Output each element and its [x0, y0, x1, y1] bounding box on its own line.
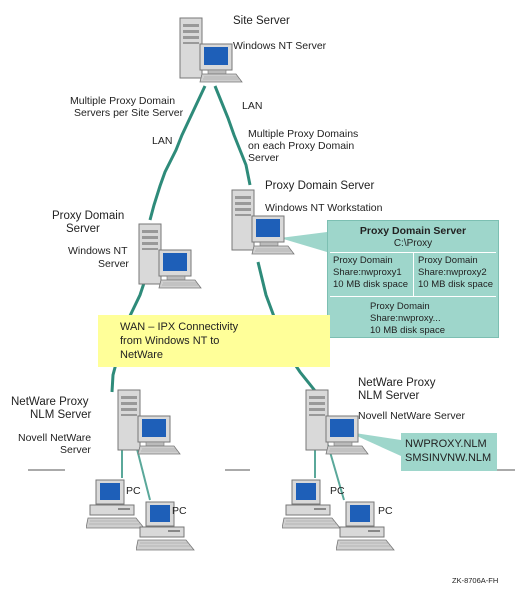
- wan-line2: from Windows NT to: [120, 335, 220, 347]
- multi-each-line2: on each Proxy Domain: [248, 140, 355, 152]
- callout-pointer: [280, 232, 327, 252]
- multi-each-line3: Server: [248, 152, 279, 164]
- proxy-left-os-2: Server: [98, 258, 129, 270]
- share2-share: Share:nwproxy2: [418, 267, 487, 278]
- netware-right-title-2: NLM Server: [358, 390, 420, 402]
- netware-right-computer: [305, 389, 369, 455]
- callout-path: C:\Proxy: [393, 238, 433, 249]
- proxy-right-computer: [231, 189, 295, 255]
- nlm-file-2: SMSINVNW.NLM: [405, 452, 492, 464]
- link-site-to-proxy-right: [213, 85, 252, 186]
- nlm-file-1: NWPROXY.NLM: [405, 438, 487, 450]
- netware-left-os-1: Novell NetWare: [18, 432, 92, 444]
- netware-right-title-1: NetWare Proxy: [358, 377, 436, 389]
- netware-left-computer: [117, 389, 181, 455]
- pc-left-1: [86, 479, 145, 529]
- share3-share: Share:nwproxy...: [370, 313, 441, 324]
- multi-site-line2: Servers per Site Server: [74, 107, 184, 119]
- wan-line3: NetWare: [120, 349, 163, 361]
- pc-label-4: PC: [378, 505, 393, 517]
- netware-left-os-2: Server: [60, 444, 91, 456]
- share1-share: Share:nwproxy1: [333, 267, 402, 278]
- share3-name: Proxy Domain: [370, 301, 430, 312]
- wan-line1: WAN – IPX Connectivity: [120, 321, 239, 333]
- pc-right-1: [282, 479, 341, 529]
- pc-left-2: [136, 501, 195, 551]
- site-server-title: Site Server: [233, 15, 290, 27]
- netware-left-title-1: NetWare Proxy: [11, 396, 89, 408]
- wan-note: WAN – IPX Connectivity from Windows NT t…: [98, 315, 330, 367]
- netware-left-title-2: NLM Server: [30, 409, 92, 421]
- proxy-left-os-1: Windows NT: [68, 245, 128, 257]
- share2-name: Proxy Domain: [418, 255, 478, 266]
- pc-label-3: PC: [330, 485, 345, 497]
- share2-space: 10 MB disk space: [418, 279, 493, 290]
- proxy-right-title: Proxy Domain Server: [265, 180, 375, 192]
- lan-label-right: LAN: [242, 100, 263, 112]
- pc-right-2: [336, 501, 395, 551]
- proxy-left-title-2: Server: [66, 223, 100, 235]
- nlm-files-box: NWPROXY.NLM SMSINVNW.NLM: [401, 433, 497, 471]
- link-site-to-proxy-left: [148, 85, 207, 221]
- site-server-computer: [179, 17, 243, 83]
- share1-space: 10 MB disk space: [333, 279, 408, 290]
- callout-title: Proxy Domain Server: [359, 225, 467, 237]
- site-server-os: Windows NT Server: [233, 40, 327, 52]
- pc-label-2: PC: [172, 505, 187, 517]
- figure-id: ZK-8706A-FH: [452, 576, 499, 585]
- multi-site-line1: Multiple Proxy Domain: [70, 95, 176, 107]
- share1-name: Proxy Domain: [333, 255, 393, 266]
- proxy-right-os: Windows NT Workstation: [265, 202, 383, 214]
- nlm-pointer: [348, 432, 401, 456]
- proxy-left-computer: [138, 223, 202, 289]
- netware-right-os: Novell NetWare Server: [358, 410, 465, 422]
- lan-label-left: LAN: [152, 135, 173, 147]
- proxy-left-title-1: Proxy Domain: [52, 210, 125, 222]
- proxy-domain-callout: Proxy Domain Server C:\Proxy Proxy Domai…: [327, 220, 499, 338]
- pc-label-1: PC: [126, 485, 141, 497]
- multi-each-line1: Multiple Proxy Domains: [248, 128, 359, 140]
- share3-space: 10 MB disk space: [370, 325, 445, 336]
